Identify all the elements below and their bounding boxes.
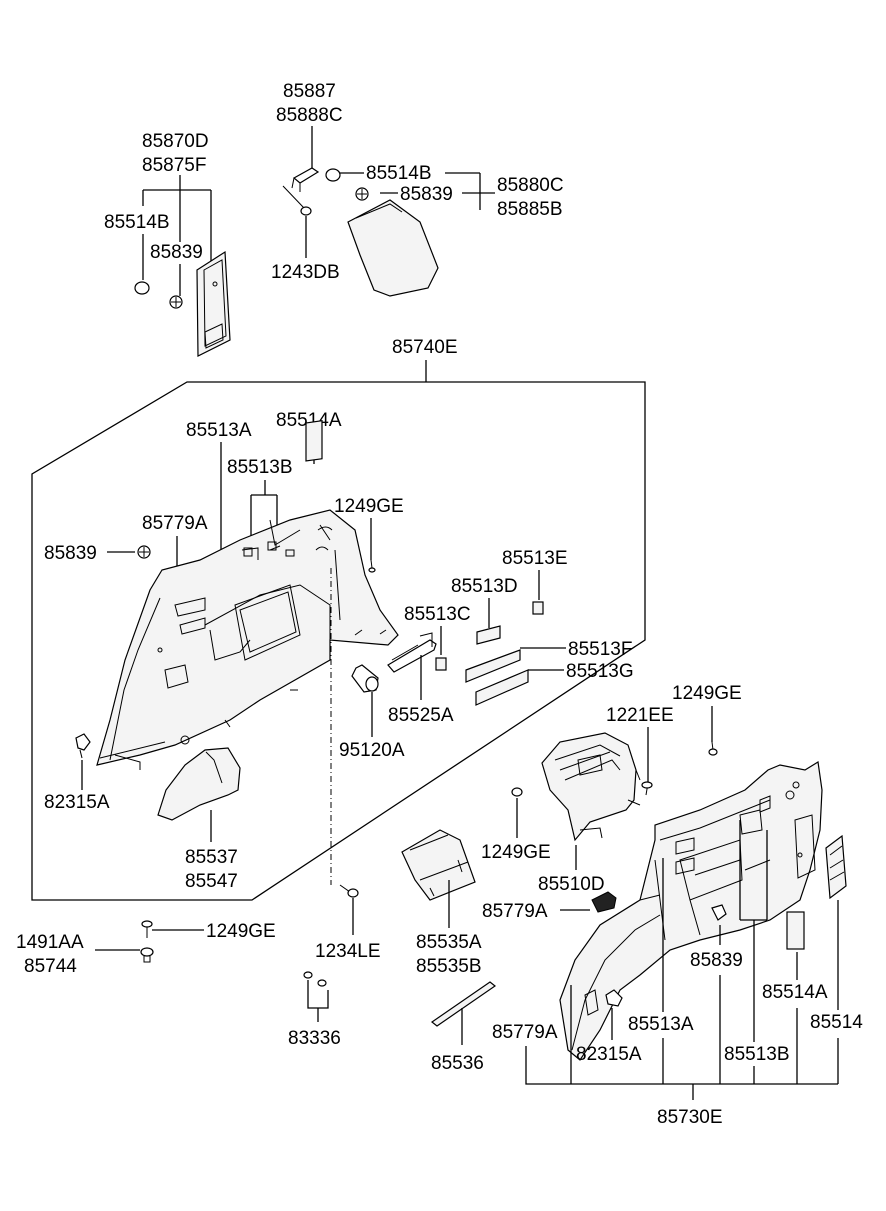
pillar-trim-group: 85870D 85875F 85514B 85839 [104, 131, 231, 357]
label-1249GE-lower[interactable]: 1249GE [206, 921, 276, 942]
pad-85513E[interactable] [532, 601, 544, 615]
screw-1249GE-upper-icon[interactable] [368, 559, 376, 573]
cap-trim-panel[interactable] [347, 199, 439, 297]
bar-85536[interactable] [430, 981, 497, 1027]
label-85537[interactable]: 85537 [185, 847, 238, 868]
screw-85839-icon[interactable] [169, 295, 183, 309]
strip-85513F[interactable] [465, 649, 521, 683]
label-95120A[interactable]: 95120A [339, 740, 405, 761]
label-85513B-lower[interactable]: 85513B [724, 1044, 790, 1065]
label-85514A-upper[interactable]: 85514A [276, 410, 342, 431]
label-85839-top-right[interactable]: 85839 [400, 184, 453, 205]
label-85514B-top[interactable]: 85514B [366, 163, 432, 184]
assembly-85740E: 85740E 85513A 85514A 85513B 1249GE 85779… [31, 337, 646, 901]
quarter-trim-upper-panel[interactable] [96, 509, 399, 766]
cover-85510D[interactable] [541, 732, 637, 842]
label-1249GE-right[interactable]: 1249GE [672, 683, 742, 704]
label-85880C[interactable]: 85880C [497, 175, 564, 196]
pillar-trim-panel[interactable] [196, 250, 231, 357]
quarter-trim-lower-panel[interactable] [559, 761, 823, 1061]
label-85513B-upper[interactable]: 85513B [227, 457, 293, 478]
label-85510D[interactable]: 85510D [538, 874, 605, 895]
label-1221EE[interactable]: 1221EE [606, 705, 674, 726]
bracket-85887-icon[interactable] [292, 167, 320, 184]
screw-1221EE-icon[interactable] [641, 781, 653, 796]
screw-85839-top-icon[interactable] [355, 187, 369, 201]
label-85887[interactable]: 85887 [283, 81, 336, 102]
pad-85514[interactable] [825, 834, 847, 900]
clip-85514B-top-icon[interactable] [325, 168, 341, 182]
clip-82315A-upper-icon[interactable] [75, 733, 91, 759]
handle-85779A-lower[interactable] [591, 891, 617, 913]
label-83336[interactable]: 83336 [288, 1028, 341, 1049]
screw-85839-mid-icon[interactable] [137, 545, 151, 559]
pad-85513D[interactable] [476, 625, 501, 645]
label-85514[interactable]: 85514 [810, 1012, 863, 1033]
label-1243DB[interactable]: 1243DB [271, 262, 340, 283]
label-85885B[interactable]: 85885B [497, 199, 563, 220]
nut-85744-icon[interactable] [140, 947, 154, 963]
label-1491AA[interactable]: 1491AA [16, 932, 84, 953]
label-85744[interactable]: 85744 [24, 956, 77, 977]
label-85839-left[interactable]: 85839 [150, 242, 203, 263]
label-82315A-upper[interactable]: 82315A [44, 792, 110, 813]
clip-82315A-lower-icon[interactable] [605, 989, 623, 1007]
end-trim-85537[interactable] [157, 747, 241, 821]
clip-85514B-icon[interactable] [134, 281, 150, 295]
label-1249GE-center[interactable]: 1249GE [481, 842, 551, 863]
label-85513F[interactable]: 85513F [568, 639, 632, 660]
label-85730E[interactable]: 85730E [657, 1107, 723, 1128]
label-85547[interactable]: 85547 [185, 871, 238, 892]
socket-95120A-icon[interactable] [351, 664, 379, 693]
misc-fasteners: 1249GE 1491AA 85744 1234LE 83336 85535A … [16, 829, 497, 1074]
label-85870D[interactable]: 85870D [142, 131, 209, 152]
label-85839-mid[interactable]: 85839 [44, 543, 97, 564]
label-85779A-bottom[interactable]: 85779A [492, 1022, 558, 1043]
cap-trim-group: 85887 85888C 1243DB 85514B 85839 85880C … [271, 81, 564, 297]
label-1234LE[interactable]: 1234LE [315, 941, 381, 962]
screw-85839-lower-icon[interactable] [711, 904, 727, 921]
bolts-83336-icon[interactable] [303, 971, 327, 987]
screw-1249GE-center-icon[interactable] [511, 787, 523, 797]
label-85513E[interactable]: 85513E [502, 548, 568, 569]
label-85535B[interactable]: 85535B [416, 956, 482, 977]
label-85514A-lower[interactable]: 85514A [762, 982, 828, 1003]
label-85514B-left[interactable]: 85514B [104, 212, 170, 233]
pad-85514A-lower[interactable] [786, 911, 805, 950]
bracket-85535A[interactable] [401, 829, 476, 901]
label-85525A[interactable]: 85525A [388, 705, 454, 726]
label-85875F[interactable]: 85875F [142, 155, 206, 176]
label-1249GE-upper[interactable]: 1249GE [334, 496, 404, 517]
assembly-85730E: 1249GE 1221EE 85510D 1249GE [481, 683, 863, 1128]
label-82315A-lower[interactable]: 82315A [576, 1044, 642, 1065]
screw-1249GE-lower-icon[interactable] [141, 920, 153, 938]
assembly-frame [31, 381, 646, 901]
label-85513C[interactable]: 85513C [404, 604, 471, 625]
pad-85514A-upper[interactable] [305, 420, 323, 462]
label-85888C[interactable]: 85888C [276, 105, 343, 126]
label-85513A-upper[interactable]: 85513A [186, 420, 252, 441]
label-85513G[interactable]: 85513G [566, 661, 634, 682]
handle-85525A[interactable] [387, 639, 437, 673]
strip-85513G[interactable] [475, 669, 529, 706]
label-85839-lower[interactable]: 85839 [690, 950, 743, 971]
screw-1243DB-icon[interactable] [300, 206, 312, 216]
label-85740E[interactable]: 85740E [392, 337, 458, 358]
label-85513A-lower[interactable]: 85513A [628, 1014, 694, 1035]
screw-1249GE-right-icon[interactable] [708, 741, 718, 756]
label-85535A[interactable]: 85535A [416, 932, 482, 953]
label-85779A-lower[interactable]: 85779A [482, 901, 548, 922]
label-85513D[interactable]: 85513D [451, 576, 518, 597]
label-85536[interactable]: 85536 [431, 1053, 484, 1074]
label-85779A-upper[interactable]: 85779A [142, 513, 208, 534]
screw-1234LE-icon[interactable] [339, 884, 359, 898]
pad-85513C[interactable] [435, 657, 447, 671]
